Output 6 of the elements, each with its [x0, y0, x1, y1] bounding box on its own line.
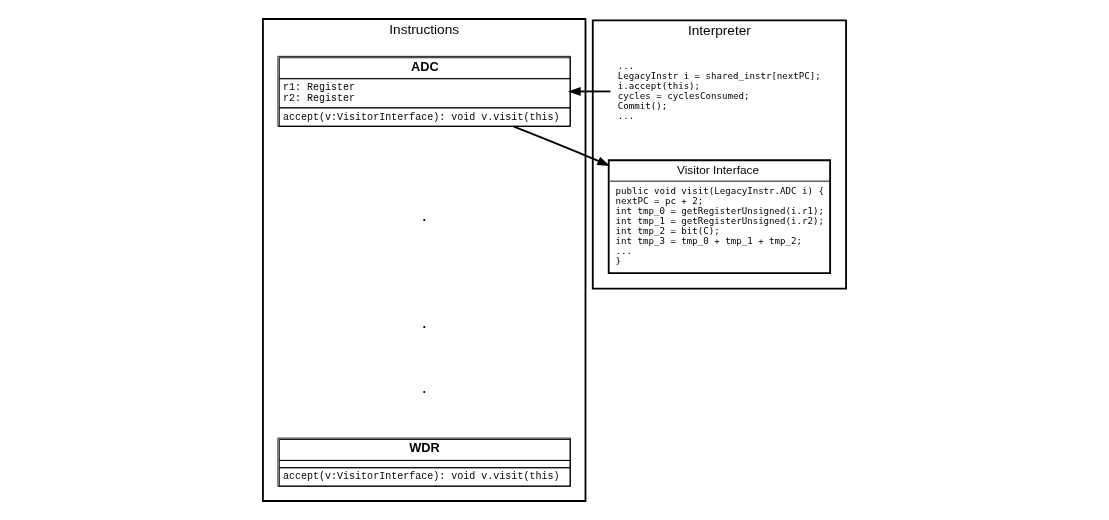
label: .: [421, 377, 427, 398]
arrow: [512, 125, 611, 166]
label: .: [421, 205, 427, 226]
arrow: [567, 86, 612, 96]
node-text: ... LegacyInstr i = shared_instr[nextPC]; i.accept(this); cycles = cyclesConsumed; Commit(); ...: [617, 60, 821, 121]
label: .: [421, 311, 427, 332]
